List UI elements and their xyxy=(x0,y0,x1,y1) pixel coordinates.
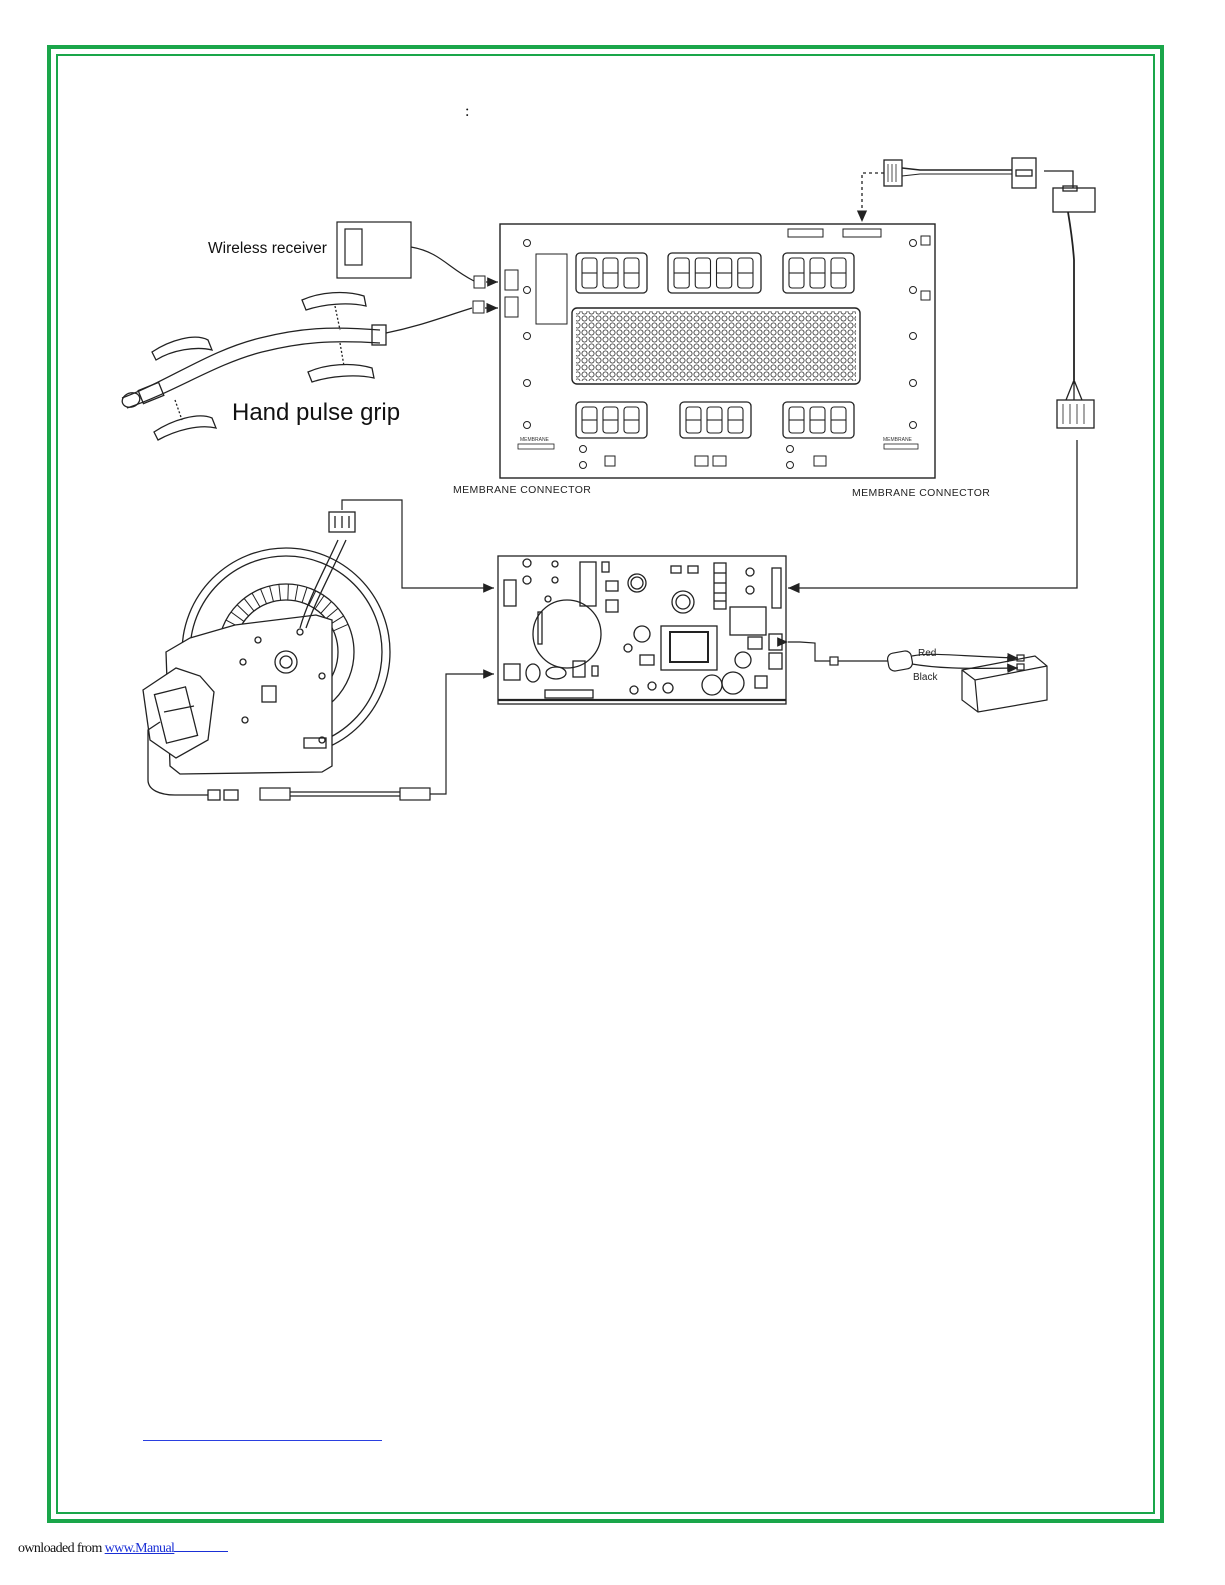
flywheel-fin xyxy=(334,624,349,631)
footer-link[interactable]: www.Manual xyxy=(105,1541,175,1556)
footer-text: ownloaded from www.Manual xyxy=(18,1541,228,1557)
flywheel-fin xyxy=(244,598,254,611)
motor-flywheel-assembly xyxy=(143,512,390,800)
flywheel-fin xyxy=(252,593,260,607)
flywheel-fin xyxy=(288,584,289,600)
flywheel-fin xyxy=(321,601,332,613)
flywheel-fin xyxy=(302,587,307,602)
flywheel-fin xyxy=(326,608,338,618)
membrane-connector-label-left: MEMBRANE CONNECTOR xyxy=(453,484,591,496)
membrane-connector-label-right: MEMBRANE CONNECTOR xyxy=(852,487,990,499)
pcb-tag-right: MEMBRANE xyxy=(883,437,913,443)
wire-red-label: Red xyxy=(918,648,936,659)
flywheel-fin xyxy=(295,585,298,601)
wire-black-label: Black xyxy=(913,672,938,683)
flywheel-fin xyxy=(237,605,249,616)
flywheel-fin xyxy=(270,586,274,602)
url-underline xyxy=(143,1440,382,1441)
pcb-tag-left: MEMBRANE xyxy=(520,437,550,443)
flywheel-fin xyxy=(279,584,281,600)
controller-pcb xyxy=(498,556,786,704)
flywheel-fin xyxy=(261,589,267,604)
flywheel-fin xyxy=(231,612,244,621)
wireless-receiver-label: Wireless receiver xyxy=(208,240,327,257)
flywheel-fin xyxy=(309,591,316,605)
footer-prefix: ownloaded from xyxy=(18,1541,105,1556)
footer-link-underline xyxy=(174,1551,228,1552)
console-display-board xyxy=(500,224,935,478)
hand-pulse-grip-label: Hand pulse grip xyxy=(232,399,400,426)
wireless-receiver xyxy=(337,222,498,288)
